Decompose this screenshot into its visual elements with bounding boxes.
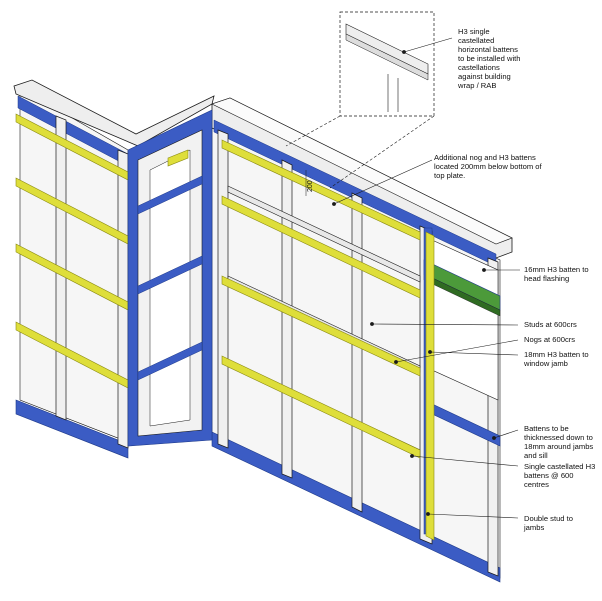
callout-single-castellated: Single castellated H3 battens @ 600 cent… — [524, 462, 596, 489]
callout-studs: Studs at 600crs — [524, 320, 577, 329]
left-battens — [15, 113, 129, 389]
left-wall — [13, 79, 215, 459]
callout-castellated-battens: H3 single castellated horizontal battens… — [458, 27, 521, 90]
callout-additional-nog: Additional nog and H3 battens located 20… — [434, 153, 542, 180]
callout-nogs: Nogs at 600crs — [524, 335, 576, 344]
left-top-plate — [13, 79, 215, 147]
castellated-detail-inset — [339, 11, 435, 117]
corner-framing — [127, 109, 213, 447]
right-wall — [211, 97, 513, 583]
callout-double-stud: Double stud to jambs — [524, 514, 573, 532]
callout-window-jamb: 18mm H3 batten to window jamb — [524, 350, 589, 368]
dimension-label: 200 — [307, 180, 314, 192]
callout-head-flashing: 16mm H3 batten to head flashing — [524, 265, 589, 283]
right-battens — [221, 139, 435, 541]
leader-lines — [332, 37, 520, 519]
dimension-200: 200 — [305, 170, 314, 196]
left-bottom-plate — [15, 399, 129, 459]
callout-thicknessed: Battens to be thicknessed down to 18mm a… — [524, 424, 594, 460]
